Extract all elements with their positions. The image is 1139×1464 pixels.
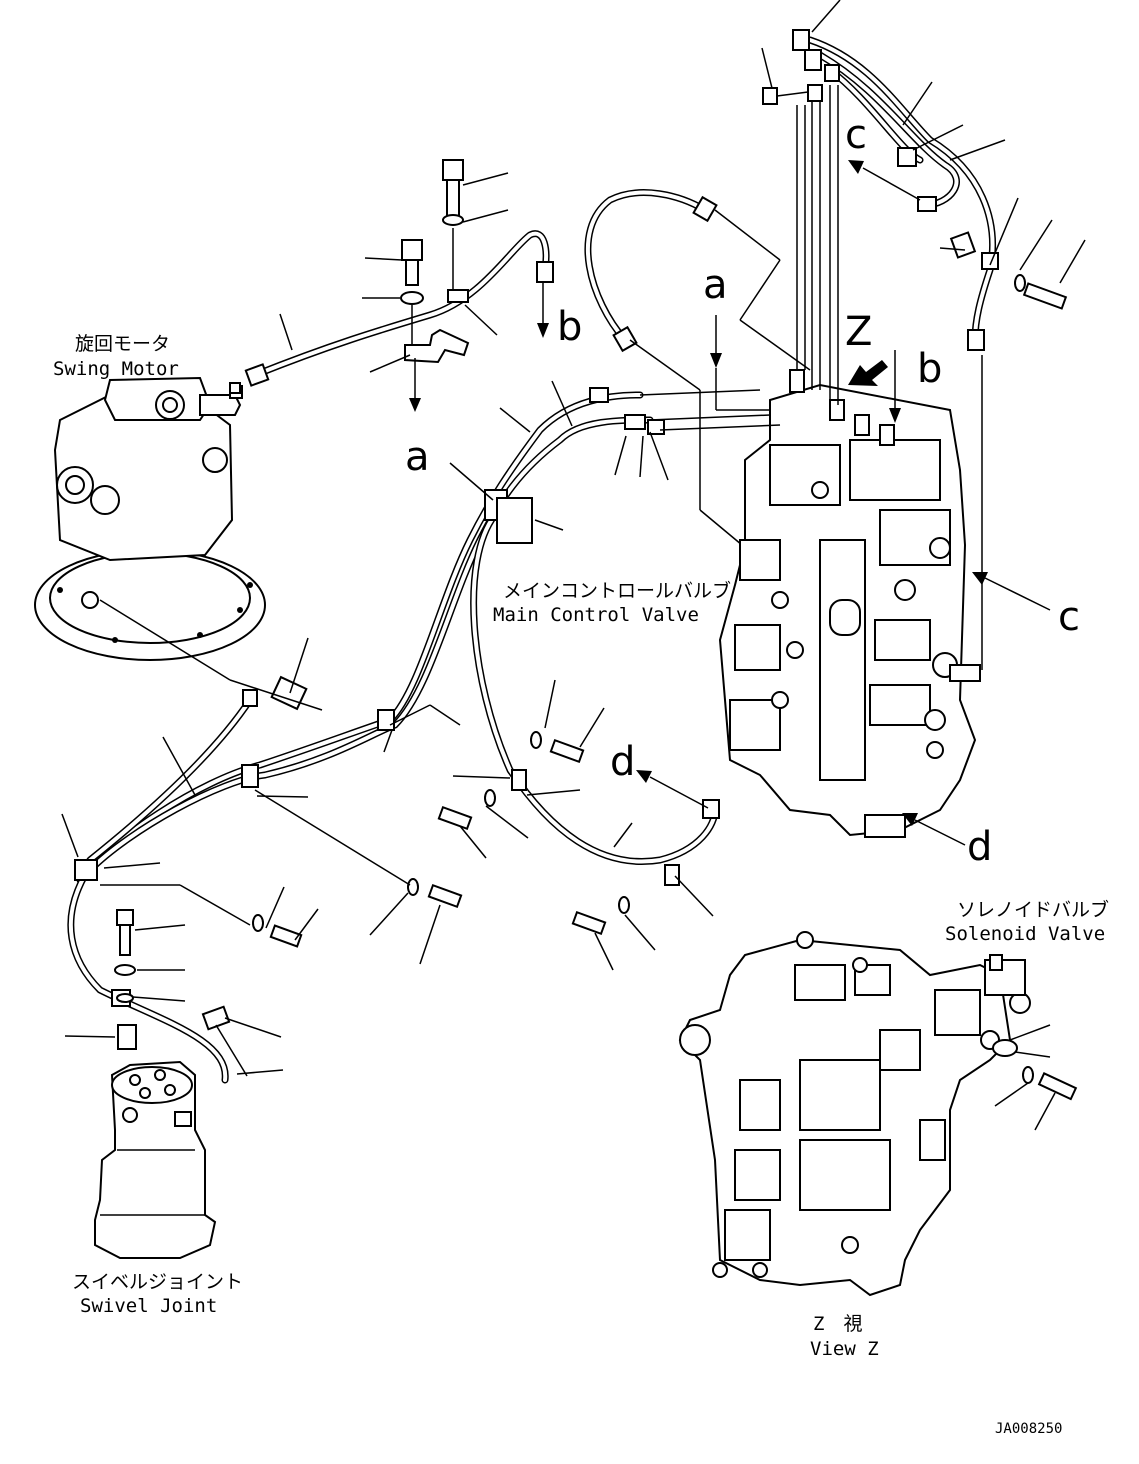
marker-c-right: c bbox=[1058, 594, 1080, 640]
swivel-label-jp: スイベルジョイント bbox=[72, 1271, 243, 1293]
swivel-joint bbox=[94, 1060, 217, 1259]
marker-z: Z bbox=[845, 309, 872, 355]
swing-motor bbox=[34, 376, 266, 661]
fasteners bbox=[114, 274, 1068, 1003]
swing-hose bbox=[229, 159, 554, 412]
marker-c-top: c bbox=[845, 112, 867, 158]
view-z-valve bbox=[678, 931, 1078, 1297]
view-z-label-jp: Z 視 bbox=[813, 1313, 862, 1335]
view-z-arrow bbox=[848, 360, 888, 386]
marker-a-left: a bbox=[405, 434, 430, 480]
drawing-number: JA008250 bbox=[995, 1421, 1062, 1437]
main-control-valve bbox=[639, 85, 981, 838]
swivel-label-en: Swivel Joint bbox=[80, 1295, 217, 1317]
hose-bundle bbox=[61, 189, 1068, 1084]
marker-b-left: b bbox=[557, 304, 582, 350]
main-valve-label-jp: メインコントロールバルブ bbox=[503, 579, 731, 602]
view-z-label-en: View Z bbox=[810, 1338, 879, 1360]
swing-motor-label-en: Swing Motor bbox=[53, 358, 179, 380]
marker-d-left: d bbox=[610, 739, 635, 785]
solenoid-label-jp: ソレノイドバルブ bbox=[957, 898, 1109, 921]
marker-b-right: b bbox=[917, 346, 942, 392]
marker-a-right: a bbox=[703, 262, 728, 308]
swing-motor-label-jp: 旋回モータ bbox=[75, 333, 170, 355]
main-valve-label-en: Main Control Valve bbox=[493, 604, 699, 626]
marker-d-right: d bbox=[967, 824, 992, 870]
solenoid-label-en: Solenoid Valve bbox=[945, 923, 1105, 945]
pilot-hoses bbox=[761, 0, 1086, 670]
